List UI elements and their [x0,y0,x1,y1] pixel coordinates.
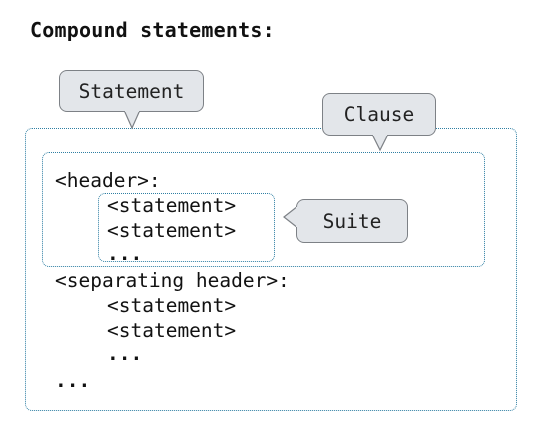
statement-callout-label: Statement [78,79,185,103]
suite-pointer-seam [296,207,300,227]
code-line-statement-4: <statement> [107,319,237,342]
clause-box [42,152,485,267]
code-line-statement-1: <statement> [107,194,237,217]
suite-box [98,193,275,262]
code-line-statement-2: <statement> [107,219,237,242]
code-line-suite-ellipsis-2: ... [107,342,143,365]
code-line-suite-ellipsis: ... [107,242,143,265]
statement-callout: Statement [59,70,204,112]
statement-box [25,128,517,411]
clause-callout-label: Clause [343,103,415,126]
code-line-header: <header>: [55,169,161,192]
diagram-title: Compound statements: [30,18,275,42]
suite-callout: Suite [296,199,408,243]
code-line-outer-ellipsis: ... [55,369,91,392]
code-line-statement-3: <statement> [107,294,237,317]
code-line-separating-header: <separating header>: [55,269,290,292]
clause-pointer-seam [373,132,387,136]
statement-pointer-seam [125,108,139,112]
suite-callout-label: Suite [322,209,382,233]
clause-callout: Clause [322,93,436,136]
